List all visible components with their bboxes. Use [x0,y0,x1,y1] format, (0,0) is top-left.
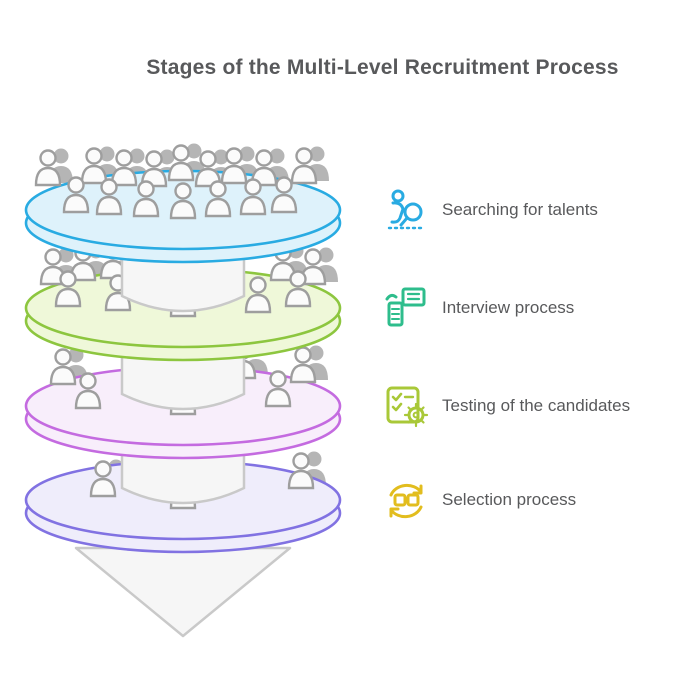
checklist-hand-icon [383,285,429,331]
funnel-layer-1 [24,143,342,264]
legend-label: Searching for talents [442,200,598,219]
person-icon [284,270,312,308]
clipboard-gear-icon [383,383,429,429]
person-icon [167,144,195,182]
person-icon [169,182,197,220]
legend-item-3: Testing of the candidates [383,382,630,430]
person-icon [62,176,90,214]
person-icon [132,180,160,218]
legend-label: Selection process [442,490,577,509]
person-icon [54,270,82,308]
person-icon [244,276,272,314]
diagram-title: Stages of the Multi-Level Recruitment Pr… [146,56,619,79]
person-icon [270,176,298,214]
person-icon [299,248,327,286]
legend-label: Interview process [442,298,575,317]
person-search-icon [383,187,429,233]
person-icon [239,178,267,216]
person-icon [287,452,315,490]
person-icon [74,372,102,410]
person-icon [264,370,292,408]
legend-item-1: Searching for talents [383,186,598,234]
legend: Searching for talents Interview process [383,0,673,684]
person-icon [89,460,117,498]
person-icon [80,147,108,185]
person-icon [110,149,138,187]
legend-label: Testing of the candidates [442,396,631,415]
person-icon [95,178,123,216]
person-icon [290,147,318,185]
cycle-arrows-icon [383,477,429,523]
legend-item-4: Selection process [383,476,576,524]
person-icon [204,180,232,218]
person-icon [34,149,62,187]
person-icon [220,147,248,185]
person-icon [49,348,77,386]
person-icon [289,346,317,384]
legend-item-2: Interview process [383,284,574,332]
